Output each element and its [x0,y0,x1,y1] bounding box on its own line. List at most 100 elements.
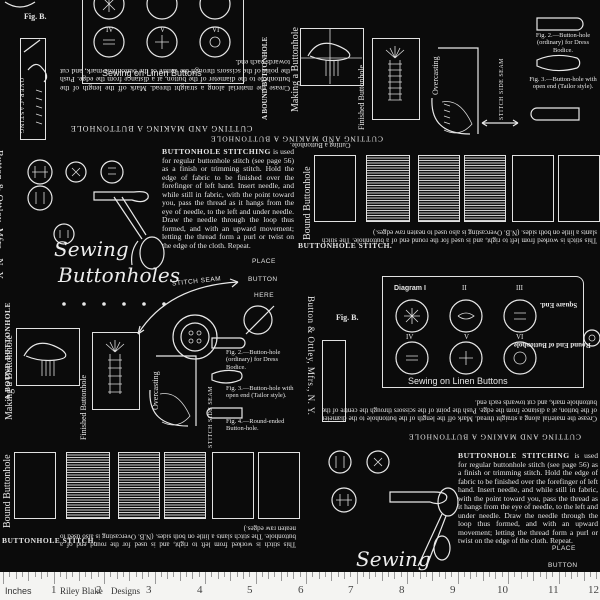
ruler-tick [167,572,169,579]
cutting-making-heading-mid: CUTTING AND MAKING A BUTTONHOLE [210,134,383,144]
fig-3-label-top: Fig. 3.—Button-hole with open end (Tailo… [528,76,598,91]
ruler-tick [520,572,522,579]
buttonhole-stitching-paragraph-top: BUTTONHOLE STITCHING is used for regular… [162,147,294,250]
ruler-tick [388,572,390,577]
button-label-mid: BUTTON [248,276,278,283]
ruler-tick [526,572,528,577]
buttonhole-stitching-paragraph-lower: BUTTONHOLE STITCHING is used for regular… [458,451,598,546]
cutting-making-heading-top: CUTTING AND MAKING A BUTTONHOLE [70,123,253,133]
ruler-tick [407,572,408,584]
double-arrow-top [481,119,519,127]
ruler-tick [154,572,156,584]
ruler-tick [419,572,421,579]
buttonhole-stitch-heading-upper: BUTTONHOLE STITCH. [298,241,392,250]
place-label-mid: PLACE [252,258,276,265]
step-panel-3-upper [418,155,460,222]
ruler-tick [268,572,270,579]
sewing-linen-label-top: Sewing on Linen Buttons [102,68,202,78]
buttons-cluster-left [27,159,124,245]
ruler-tick [539,572,541,577]
ruler-tick [514,572,516,577]
step-panel-1-lower [14,452,56,519]
vendor-mid-text: Button & Ottley, Mfrs., N. Y. [306,296,316,416]
ruler-brand-word-1: Riley Blake [60,586,103,596]
ruler-tick [400,572,402,577]
ruler-unit-label: Inches [5,586,32,596]
button-needle-mid [243,305,275,335]
ruler-tick [15,572,17,579]
ruler-tick [110,572,112,577]
buttonhole-fig-shapes-top [530,17,584,121]
ruler-tick [533,572,535,581]
ruler-num-3: 3 [146,584,152,596]
ruler-num-7: 7 [348,584,354,596]
bound-lower-text: Bound Buttonhole [2,454,13,528]
ruler-tick [236,572,238,577]
fig-4-mid-text: Fig. 4.—Round-ended Button-hole. [226,418,285,433]
ruler-num-4: 4 [197,584,203,596]
heading-text: CUTTING AND MAKING A BUTTONHOLE [70,123,253,133]
ruler-tick [375,572,377,577]
ruler-tick [558,572,560,584]
ruler-tick [362,572,364,577]
ruler-tick [476,572,478,577]
script-sewing-lower: Sewing [356,547,431,571]
bh-stitch-lower-text: BUTTONHOLE STITCH. [2,536,97,545]
script-sewing: Sewing [54,237,129,261]
ruler-num-5: 5 [247,584,253,596]
ruler-tick [116,572,118,579]
ruler-tick [223,572,225,577]
numeral-ii-mid: II [462,284,467,292]
ruler-tick [3,572,4,584]
ruler-tick [438,572,440,577]
ruler-tick [482,572,484,581]
ruler-tick [432,572,434,581]
making-buttonhole-panel-mid [16,328,80,386]
ruler-tick [192,572,194,579]
ruler-num-9: 9 [450,584,456,596]
ruler-tick [337,572,339,577]
making-buttonhole-panel-top [300,28,364,86]
button-label-lower: BUTTON [548,562,578,569]
buttonhole-fig-shapes-mid [206,337,246,419]
diagram-i-label: Diagram I [394,285,426,292]
step-panel-5-upper [512,155,554,222]
ruler-tick [564,572,566,577]
numeral-iii-mid: III [516,284,523,292]
ruler-tick [129,572,131,581]
buttonhole-stitch-heading-lower: BUTTONHOLE STITCH. [2,536,97,545]
overcasting-illustration-top [431,47,479,135]
numeral-vi-top: VI [212,26,220,34]
finished-buttonhole-illustration-top [385,46,405,101]
ruler-tick [9,572,11,577]
here-label-mid: HERE [254,292,275,299]
upside-down-overcasting-note-lower: This stitch is worked from left to right… [60,524,296,549]
ruler-num-8: 8 [399,584,405,596]
heading-mid-text: CUTTING AND MAKING A BUTTONHOLE [210,134,383,144]
ruler-num-2: 2 [96,584,102,596]
ruler-tick [350,572,352,577]
stitch-seam-arrow-mid [137,278,239,335]
ruler-tick [21,572,23,577]
ruler-tick [242,572,244,579]
ruler-tick [501,572,503,577]
stitch-side-seam-mid: STITCH SIDE SEAM [208,386,215,448]
ruler-tick [577,572,579,577]
stitch-side-seam-top: STITCH SIDE SEAM [499,58,506,120]
ruler-tick [312,572,314,577]
large-button-mid [172,314,218,360]
fig-b-label: Fig. B. [24,12,47,21]
pointed-buttonhole-shape-left [93,191,149,203]
step-panel-6-lower [258,452,300,519]
ruler-tick [34,572,36,577]
ruler-tick [508,572,509,584]
ruler-tick [470,572,472,579]
ruler-tick [160,572,162,577]
step-panel-2-lower [66,452,110,519]
ruler-tick [425,572,427,577]
finished-label-text: Finished Buttonhole [357,64,366,130]
bound-label-text: Bound Buttonhole [302,166,313,240]
ruler-tick [104,572,105,584]
ruler-tick [179,572,181,581]
